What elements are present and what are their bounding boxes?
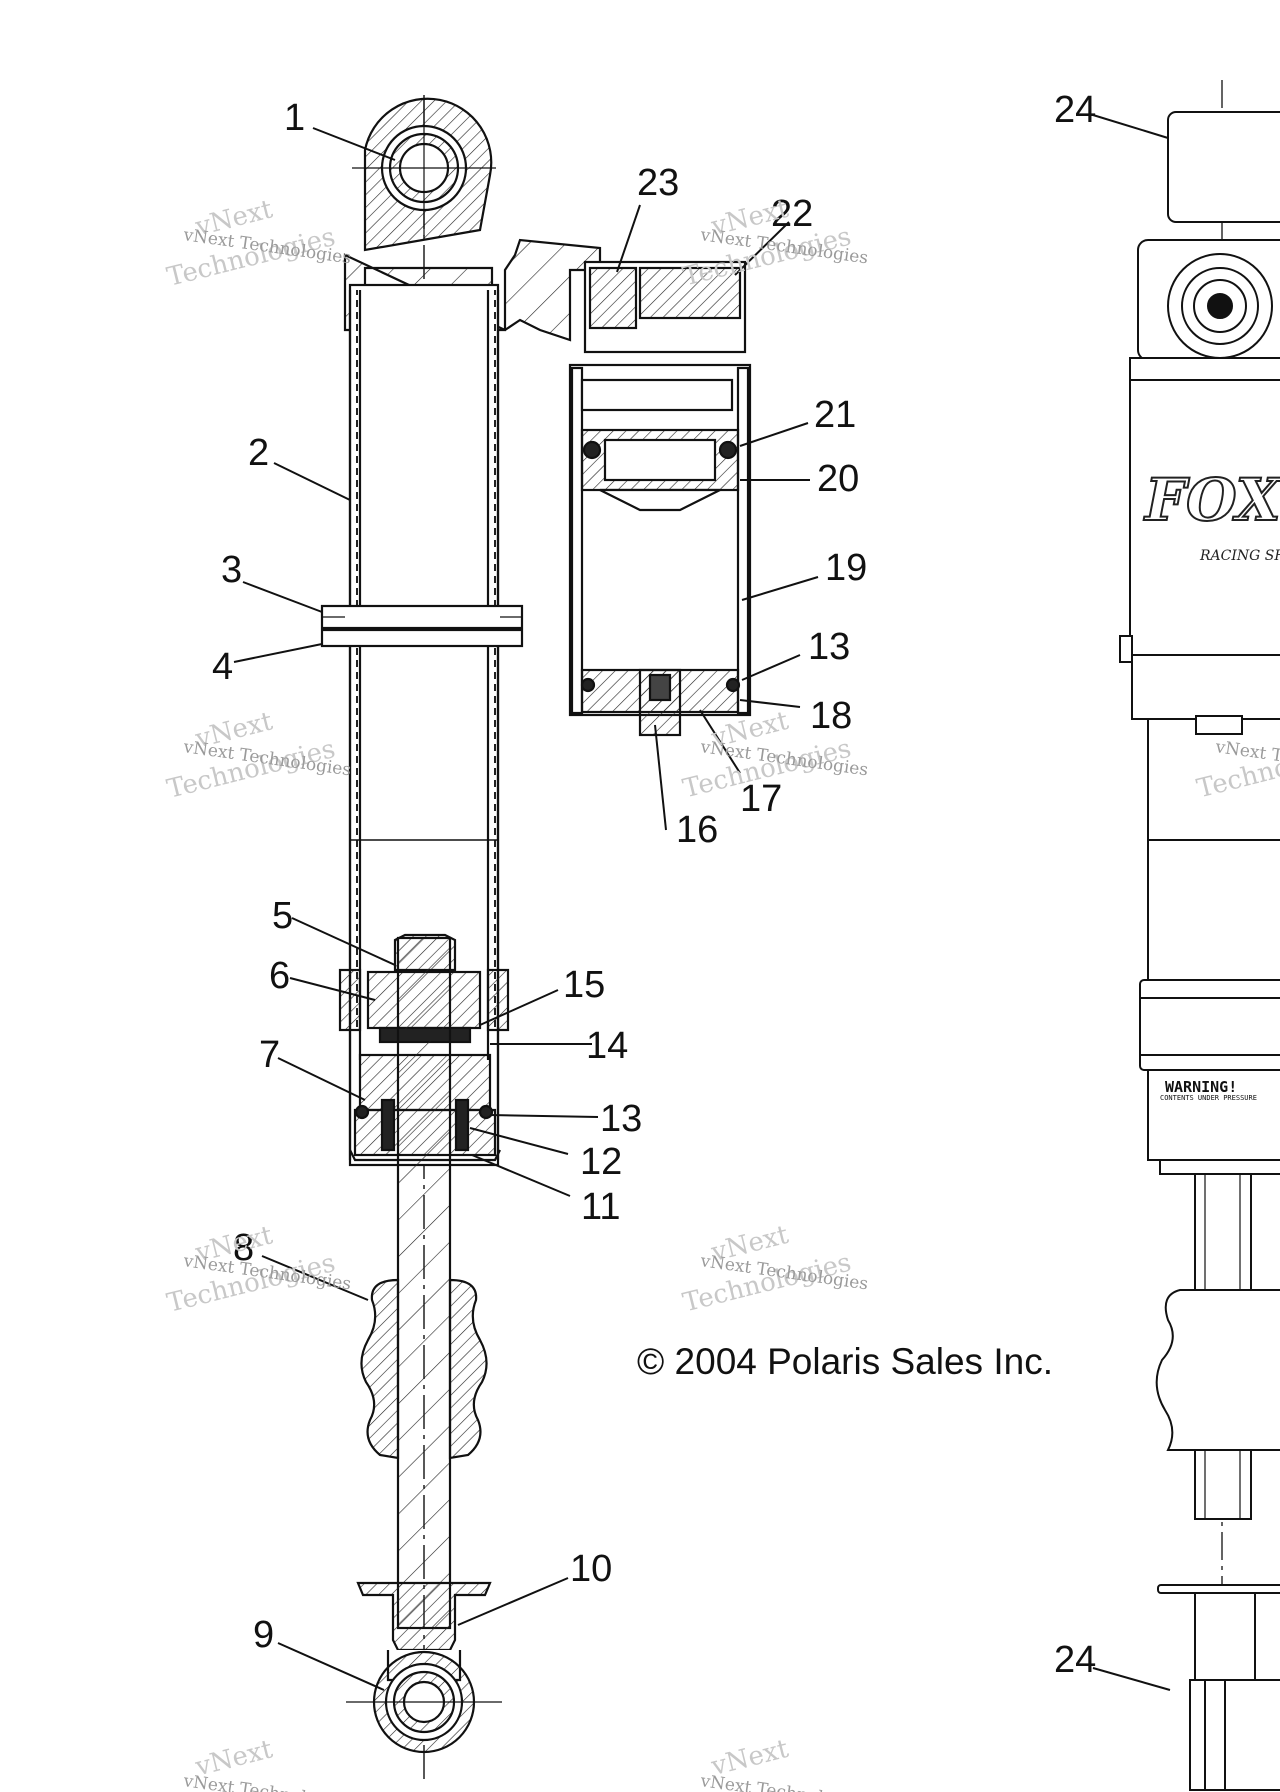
callout-5: 5 <box>272 895 293 937</box>
callout-24-top: 24 <box>1054 89 1096 131</box>
callout-3: 3 <box>221 549 242 591</box>
callout-24-bottom: 24 <box>1054 1639 1096 1681</box>
callout-22: 22 <box>771 193 813 235</box>
callout-20: 20 <box>817 458 859 500</box>
callout-14: 14 <box>586 1025 628 1067</box>
reservoir <box>568 260 752 737</box>
spring-collar <box>320 604 524 648</box>
exterior-brand-subtitle: RACING SHOX <box>1199 548 1280 564</box>
callout-1: 1 <box>284 97 305 139</box>
shaft <box>396 936 452 1630</box>
callout-2: 2 <box>248 432 269 474</box>
callout-21: 21 <box>814 394 856 436</box>
callout-15: 15 <box>563 964 605 1006</box>
callout-10: 10 <box>570 1548 612 1590</box>
callout-numbers: 1 2 3 4 5 6 7 8 9 10 11 12 13 14 15 16 1… <box>212 89 1096 1681</box>
callout-16: 16 <box>676 809 718 851</box>
top-eyelet <box>352 97 496 252</box>
bottom-eyelet <box>346 1581 502 1754</box>
warning-sublabel: CONTENTS UNDER PRESSURE <box>1160 1094 1257 1102</box>
callout-8: 8 <box>233 1227 254 1269</box>
watermark-text: vNext Technologies <box>181 1771 352 1792</box>
callout-13-upper: 13 <box>808 626 850 668</box>
watermark-text: vNext Technologies <box>698 1771 869 1792</box>
callout-17: 17 <box>740 778 782 820</box>
warning-label: WARNING! <box>1165 1078 1237 1096</box>
callout-19: 19 <box>825 547 867 589</box>
callout-11: 11 <box>581 1186 620 1228</box>
callout-7: 7 <box>259 1034 280 1076</box>
shock-exterior-view: FOX RACING SHOX WARNING! CONTENTS UNDER … <box>1119 80 1280 1791</box>
callout-9: 9 <box>253 1614 274 1656</box>
callout-18: 18 <box>810 695 852 737</box>
exterior-brand-logo: FOX <box>1143 466 1280 534</box>
copyright-notice: © 2004 Polaris Sales Inc. <box>637 1341 1053 1382</box>
callout-23: 23 <box>637 162 679 204</box>
shock-cross-section <box>320 95 752 1785</box>
bottom-out-bumper <box>360 1278 488 1460</box>
leader-lines <box>233 114 1171 1691</box>
callout-4: 4 <box>212 646 233 688</box>
callout-13-lower: 13 <box>600 1098 642 1140</box>
callout-6: 6 <box>269 955 290 997</box>
callout-12: 12 <box>580 1141 622 1183</box>
